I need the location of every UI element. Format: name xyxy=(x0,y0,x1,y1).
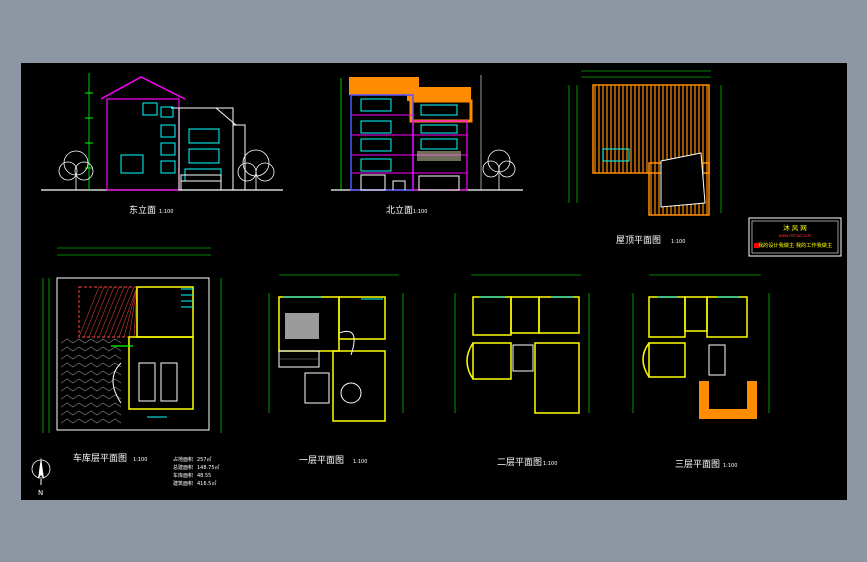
area-label-1: 总建面积 xyxy=(173,464,193,471)
floor2-plan-title: 二层平面图 xyxy=(497,457,542,468)
roof-plan-title: 屋顶平面图 xyxy=(616,235,661,246)
area-value-1: 148.75㎡ xyxy=(197,464,220,471)
area-label-0: 占地面积 xyxy=(173,456,193,463)
floor2-plan-scale: 1:100 xyxy=(543,461,557,467)
cad-drawing-canvas[interactable]: 东立面 1:100 北立面 1:100 xyxy=(21,63,847,500)
east-elevation-title: 东立面 xyxy=(129,204,156,216)
area-label-2: 车库面积 xyxy=(173,472,193,479)
floor1-plan-title: 一层平面图 xyxy=(299,455,344,466)
floor3-plan-title: 三层平面图 xyxy=(675,459,720,470)
floor2-plan: 二层平面图 1:100 xyxy=(454,274,590,468)
north-arrow-icon: N xyxy=(31,457,51,497)
roof-plan: 屋顶平面图 1:100 xyxy=(568,70,722,246)
garage-plan: 车库层平面图 1:100 xyxy=(42,247,222,464)
cad-drawing-svg: 东立面 1:100 北立面 1:100 xyxy=(31,70,842,497)
floor3-plan: 三层平面图 1:100 xyxy=(632,274,770,470)
area-value-2: 48.55 xyxy=(197,473,211,479)
east-elevation: 东立面 1:100 xyxy=(41,73,283,216)
floor1-plan: 一层平面图 1:100 xyxy=(268,274,404,466)
floor3-plan-scale: 1:100 xyxy=(723,463,737,469)
mfcad-stamp: 沐 风 网 www.mfcad.com 我的设计我做主 我的工作我做主 xyxy=(748,217,842,257)
stamp-slogan: 我的设计我做主 我的工作我做主 xyxy=(758,241,832,249)
area-value-3: 416.5㎡ xyxy=(197,480,216,487)
stamp-title: 沐 风 网 xyxy=(783,223,807,232)
roof-plan-scale: 1:100 xyxy=(671,239,685,245)
north-arrow-label: N xyxy=(38,489,43,497)
area-value-0: 257㎡ xyxy=(197,456,212,463)
garage-plan-title: 车库层平面图 xyxy=(73,452,127,464)
east-elevation-scale: 1:100 xyxy=(159,209,173,215)
floor1-plan-scale: 1:100 xyxy=(353,459,367,465)
area-label-3: 建筑面积 xyxy=(173,480,193,487)
north-elevation-title: 北立面 xyxy=(386,204,413,216)
area-table: 占地面积 257㎡ 总建面积 148.75㎡ 车库面积 48.55 建筑面积 4… xyxy=(173,456,220,487)
north-elevation: 北立面 1:100 xyxy=(331,75,523,216)
garage-plan-scale: 1:100 xyxy=(133,457,147,463)
stamp-url: www.mfcad.com xyxy=(778,233,811,238)
north-elevation-scale: 1:100 xyxy=(413,209,427,215)
